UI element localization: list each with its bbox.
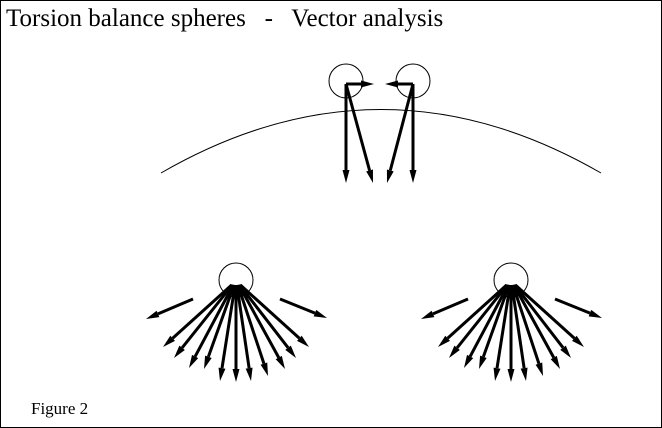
fan-left-arrow-10-head (297, 335, 309, 347)
resultant-arrow-left-shaft (344, 83, 372, 171)
gravity-arrow-right-head (409, 170, 417, 183)
fan-left-arrow-6-head (245, 367, 253, 381)
fan-right-arrow-9-head (560, 345, 571, 358)
fan-left-arrow-7-shaft (236, 284, 266, 365)
fan-right-arrow-0-shaft (446, 283, 508, 340)
fan-right-arrow-4-head (493, 367, 501, 381)
gravity-arrow-left-head (342, 170, 350, 183)
fan-left-arrow-0-head (163, 335, 175, 347)
fan-right-arrow-7-head (535, 362, 543, 376)
fan-left-arrow-5-head (232, 369, 240, 382)
diagram-title: Torsion balance spheres - Vector analysi… (6, 5, 444, 32)
resultant-arrow-left-head (366, 169, 373, 183)
fan-left-side-arrow-right-head (313, 309, 327, 318)
fan-left-side-arrow-left-shaft (157, 297, 194, 316)
fan-left-arrow-1-shaft (180, 284, 234, 349)
fan-right-arrow-8-head (550, 355, 560, 369)
resultant-arrow-right-shaft (388, 83, 415, 171)
fan-right-arrow-9-shaft (513, 284, 565, 349)
fan-right-arrow-1-shaft (455, 284, 509, 349)
fan-left-arrow-4-head (218, 367, 226, 381)
fan-right-side-arrow-left-shaft (432, 297, 469, 316)
fan-right-arrow-4-shaft (495, 284, 512, 369)
fan-left-arrow-1-head (174, 345, 185, 358)
fan-left-arrow-7-head (260, 362, 268, 376)
fan-right-arrow-3-head (479, 355, 487, 369)
fan-right-side-arrow-left-head (421, 310, 435, 319)
fan-right-arrow-3-shaft (481, 284, 511, 358)
fan-right-arrow-6-shaft (510, 284, 526, 369)
fan-right-side-arrow-right-head (588, 309, 602, 318)
fan-right-side-arrow-right-shaft (554, 297, 591, 315)
fan-left-arrow-2-head (189, 354, 199, 368)
fan-left-arrow-6-shaft (235, 284, 251, 369)
fan-left-arrow-8-head (275, 355, 285, 369)
fan-left-arrow-8-shaft (237, 284, 281, 359)
fan-right-arrow-6-head (520, 367, 528, 381)
fan-right-arrow-1-head (449, 345, 460, 358)
attraction-arrow-left-head (361, 80, 374, 88)
earth-surface-arc (160, 109, 602, 174)
fan-left-side-arrow-left-head (146, 310, 160, 319)
figure-caption: Figure 2 (31, 399, 89, 418)
fan-right-arrow-10-head (572, 335, 584, 347)
fan-left-arrow-9-head (285, 345, 296, 358)
fan-left-arrow-10-shaft (239, 283, 301, 340)
fan-right-arrow-5-head (507, 369, 515, 382)
fan-right-arrow-7-shaft (511, 284, 541, 365)
fan-left-arrow-0-shaft (171, 283, 233, 340)
fan-right-arrow-0-head (438, 335, 450, 347)
fan-left-arrow-3-head (204, 355, 212, 369)
attraction-arrow-right-head (385, 80, 398, 88)
fan-left-arrow-2-shaft (193, 284, 235, 358)
fan-left-arrow-9-shaft (238, 284, 290, 349)
fan-right-arrow-2-shaft (468, 284, 510, 358)
fan-right-arrow-10-shaft (514, 283, 576, 340)
fan-left-arrow-4-shaft (220, 284, 237, 369)
fan-right-arrow-8-shaft (512, 284, 556, 359)
fan-left-arrow-3-shaft (206, 284, 236, 358)
fan-left-side-arrow-right-shaft (279, 297, 316, 315)
resultant-arrow-right-head (386, 169, 394, 183)
fan-right-arrow-2-head (464, 354, 474, 368)
